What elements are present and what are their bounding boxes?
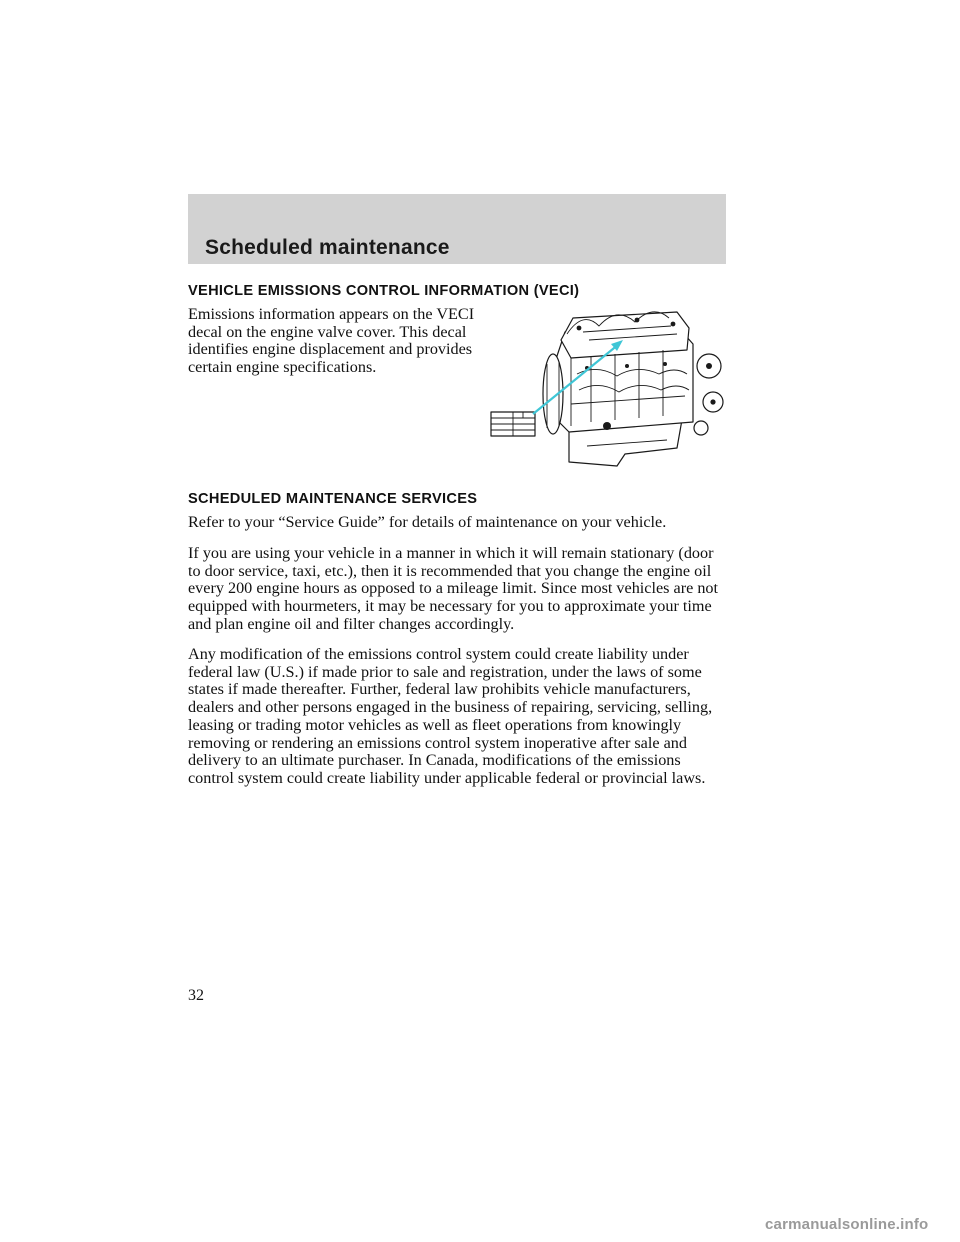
maintenance-services-heading: SCHEDULED MAINTENANCE SERVICES: [188, 491, 478, 507]
section-title: Scheduled maintenance: [205, 236, 450, 259]
emissions-liability-paragraph: Any modification of the emissions contro…: [188, 645, 713, 787]
section-header-band: Scheduled maintenance: [188, 194, 726, 264]
page-number: 32: [188, 987, 204, 1004]
veci-heading: VEHICLE EMISSIONS CONTROL INFORMATION (V…: [188, 283, 580, 299]
site-watermark: carmanualsonline.info: [765, 1216, 929, 1233]
veci-paragraph: Emissions information appears on the VEC…: [188, 305, 475, 377]
engine-hours-paragraph: If you are using your vehicle in a manne…: [188, 544, 719, 633]
service-guide-paragraph: Refer to your “Service Guide” for detail…: [188, 513, 667, 531]
engine-with-veci-decal-illustration: [490, 311, 724, 467]
